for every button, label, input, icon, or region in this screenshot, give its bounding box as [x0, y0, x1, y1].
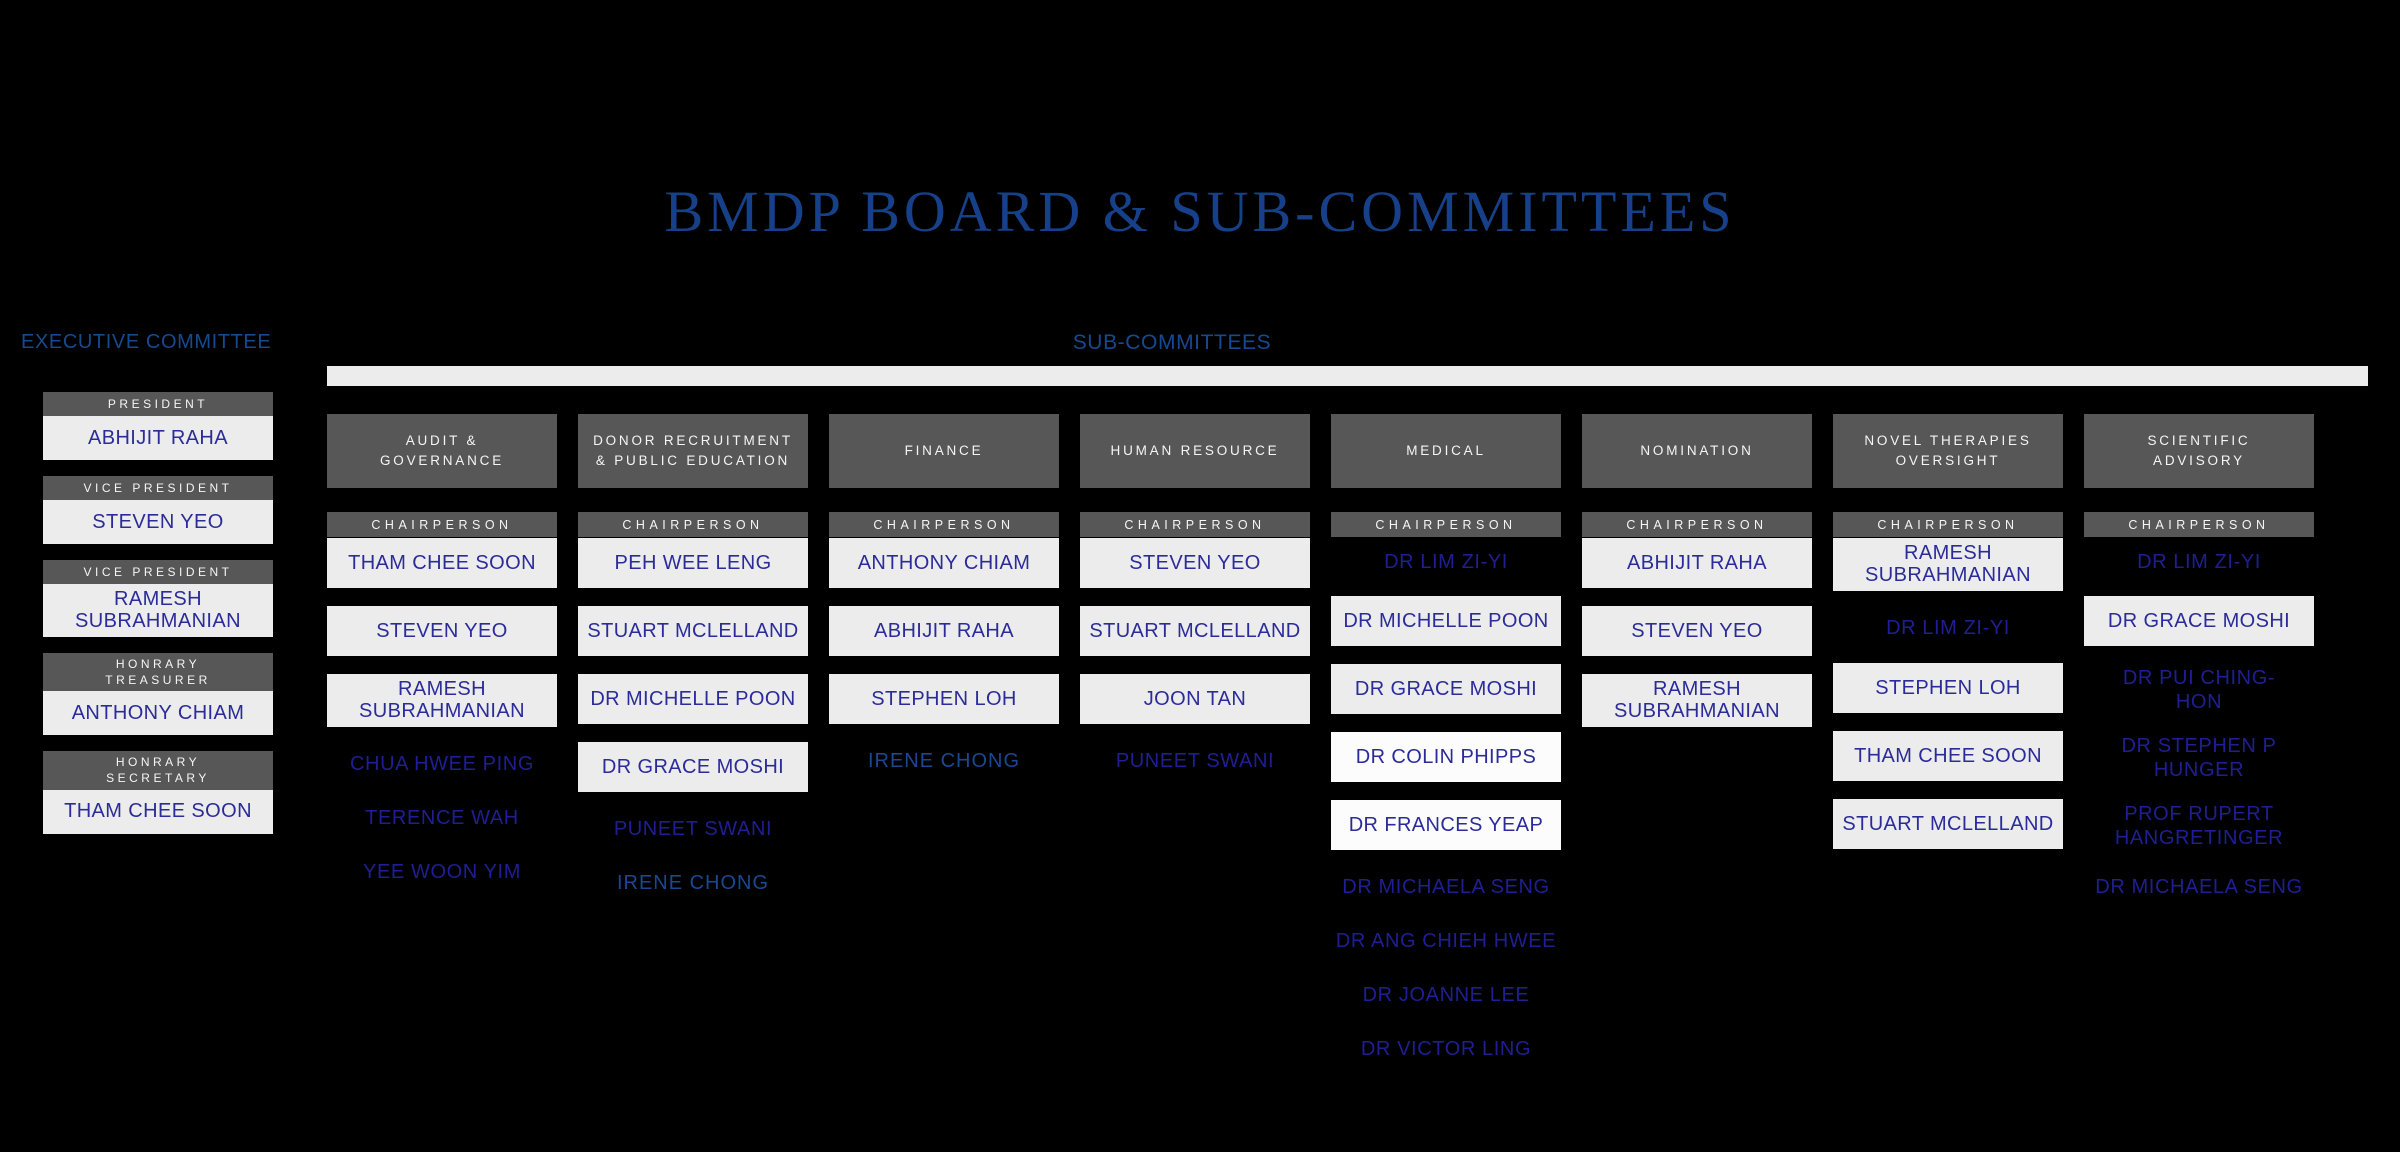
chairperson-label: CHAIRPERSON [829, 512, 1059, 537]
chairperson-label: CHAIRPERSON [578, 512, 808, 537]
chairperson-name: STEVEN YEO [1080, 538, 1310, 588]
exec-role-label: PRESIDENT [43, 392, 273, 416]
member-name: RAMESH SUBRAHMANIAN [1582, 674, 1812, 727]
member-name: DR JOANNE LEE [1362, 984, 1530, 1006]
member-name: STUART MCLELLAND [1833, 798, 2063, 849]
chairperson-label: CHAIRPERSON [327, 512, 557, 537]
exec-role-label: VICE PRESIDENT [43, 476, 273, 500]
connector-rail [327, 366, 2368, 386]
member-name: DR STEPHEN P HUNGER [2121, 735, 2277, 781]
member-name: DR GRACE MOSHI [1331, 664, 1561, 714]
member-name: PROF RUPERT HANGRETINGER [2114, 803, 2284, 849]
chairperson-label: CHAIRPERSON [1331, 512, 1561, 537]
member-name: DR MICHAELA SENG [2095, 876, 2303, 898]
committee-header: NOMINATION [1582, 414, 1812, 488]
member-name: DR VICTOR LING [1360, 1038, 1532, 1060]
chairperson-label: CHAIRPERSON [2084, 512, 2314, 537]
committee-column-audit-governance: AUDIT & GOVERNANCE CHAIRPERSON THAM CHEE… [327, 414, 557, 907]
member-name: CHUA HWEE PING [350, 752, 534, 775]
committee-header: HUMAN RESOURCE [1080, 414, 1310, 488]
exec-role-label: HONRARY TREASURER [43, 652, 273, 692]
member-name: DR MICHAELA SENG [1342, 876, 1550, 898]
executive-committee-label: EXECUTIVE COMMITTEE [21, 331, 272, 353]
member-name: RAMESH SUBRAHMANIAN [327, 674, 557, 727]
committee-column-medical: MEDICAL CHAIRPERSON DR LIM ZI-YI DR MICH… [1331, 414, 1561, 1084]
chairperson-name: THAM CHEE SOON [327, 538, 557, 588]
executive-committee-column: PRESIDENT ABHIJIT RAHA VICE PRESIDENT ST… [43, 392, 273, 850]
member-name: DR GRACE MOSHI [578, 742, 808, 792]
exec-member-name: RAMESH SUBRAHMANIAN [43, 584, 273, 637]
chairperson-name: RAMESH SUBRAHMANIAN [1833, 538, 2063, 591]
exec-group-vice-president-1: VICE PRESIDENT STEVEN YEO [43, 476, 273, 544]
exec-member-name: STEVEN YEO [43, 500, 273, 544]
chairperson-label: CHAIRPERSON [1080, 512, 1310, 537]
exec-member-name: ABHIJIT RAHA [43, 416, 273, 460]
exec-group-honrary-treasurer: HONRARY TREASURER ANTHONY CHIAM [43, 652, 273, 736]
committee-column-scientific-advisory: SCIENTIFIC ADVISORY CHAIRPERSON DR LIM Z… [2084, 414, 2314, 922]
sub-committees-grid: AUDIT & GOVERNANCE CHAIRPERSON THAM CHEE… [327, 414, 2314, 1084]
committee-column-finance: FINANCE CHAIRPERSON ANTHONY CHIAM ABHIJI… [829, 414, 1059, 796]
member-name: DR MICHELLE POON [1331, 596, 1561, 646]
committee-header: SCIENTIFIC ADVISORY [2084, 414, 2314, 488]
member-name: STEPHEN LOH [1833, 662, 2063, 713]
exec-role-label: HONRARY SECRETARY [43, 751, 273, 790]
committee-header: DONOR RECRUITMENT & PUBLIC EDUCATION [578, 414, 808, 488]
member-name: ABHIJIT RAHA [829, 606, 1059, 656]
chairperson-name: DR LIM ZI-YI [2137, 551, 2261, 573]
exec-role-label: VICE PRESIDENT [43, 560, 273, 584]
committee-column-human-resource: HUMAN RESOURCE CHAIRPERSON STEVEN YEO ST… [1080, 414, 1310, 796]
sub-committees-label: SUB-COMMITTEES [1072, 331, 1272, 354]
member-name: IRENE CHONG [616, 872, 770, 894]
committee-header: NOVEL THERAPIES OVERSIGHT [1833, 414, 2063, 488]
member-name: JOON TAN [1080, 674, 1310, 724]
committee-column-nomination: NOMINATION CHAIRPERSON ABHIJIT RAHA STEV… [1582, 414, 1812, 745]
member-name: DR ANG CHIEH HWEE [1335, 930, 1557, 952]
member-name: DR COLIN PHIPPS [1331, 732, 1561, 782]
chairperson-name: PEH WEE LENG [578, 538, 808, 588]
member-name: PUNEET SWANI [613, 818, 773, 840]
page-title: BMDP BOARD & SUB-COMMITTEES [664, 179, 1736, 244]
exec-member-name: ANTHONY CHIAM [43, 691, 273, 736]
committee-column-novel-therapies: NOVEL THERAPIES OVERSIGHT CHAIRPERSON RA… [1833, 414, 2063, 867]
chairperson-name: ABHIJIT RAHA [1582, 538, 1812, 588]
member-name: TERENCE WAH [365, 806, 519, 829]
chairperson-name: DR LIM ZI-YI [1384, 551, 1508, 573]
member-name: YEE WOON YIM [363, 860, 521, 883]
chairperson-name: ANTHONY CHIAM [829, 538, 1059, 588]
committee-header: AUDIT & GOVERNANCE [327, 414, 557, 488]
member-name: PUNEET SWANI [1115, 750, 1275, 772]
chairperson-label: CHAIRPERSON [1833, 512, 2063, 537]
exec-group-vice-president-2: VICE PRESIDENT RAMESH SUBRAHMANIAN [43, 560, 273, 637]
member-name: STEVEN YEO [1582, 606, 1812, 656]
member-name: DR FRANCES YEAP [1331, 800, 1561, 850]
exec-group-honrary-secretary: HONRARY SECRETARY THAM CHEE SOON [43, 751, 273, 834]
chairperson-label: CHAIRPERSON [1582, 512, 1812, 537]
member-name: STUART MCLELLAND [578, 606, 808, 656]
member-name: DR LIM ZI-YI [1886, 616, 2010, 639]
member-name: DR PUI CHING- HON [2122, 667, 2276, 713]
member-name: IRENE CHONG [867, 750, 1021, 772]
member-name: STEVEN YEO [327, 606, 557, 656]
exec-member-name: THAM CHEE SOON [43, 789, 273, 834]
member-name: DR MICHELLE POON [578, 674, 808, 724]
member-name: DR GRACE MOSHI [2084, 596, 2314, 646]
member-name: STEPHEN LOH [829, 674, 1059, 724]
exec-group-president: PRESIDENT ABHIJIT RAHA [43, 392, 273, 460]
member-name: STUART MCLELLAND [1080, 606, 1310, 656]
member-name: THAM CHEE SOON [1833, 730, 2063, 781]
committee-column-donor-recruitment: DONOR RECRUITMENT & PUBLIC EDUCATION CHA… [578, 414, 808, 918]
committee-header: MEDICAL [1331, 414, 1561, 488]
committee-header: FINANCE [829, 414, 1059, 488]
